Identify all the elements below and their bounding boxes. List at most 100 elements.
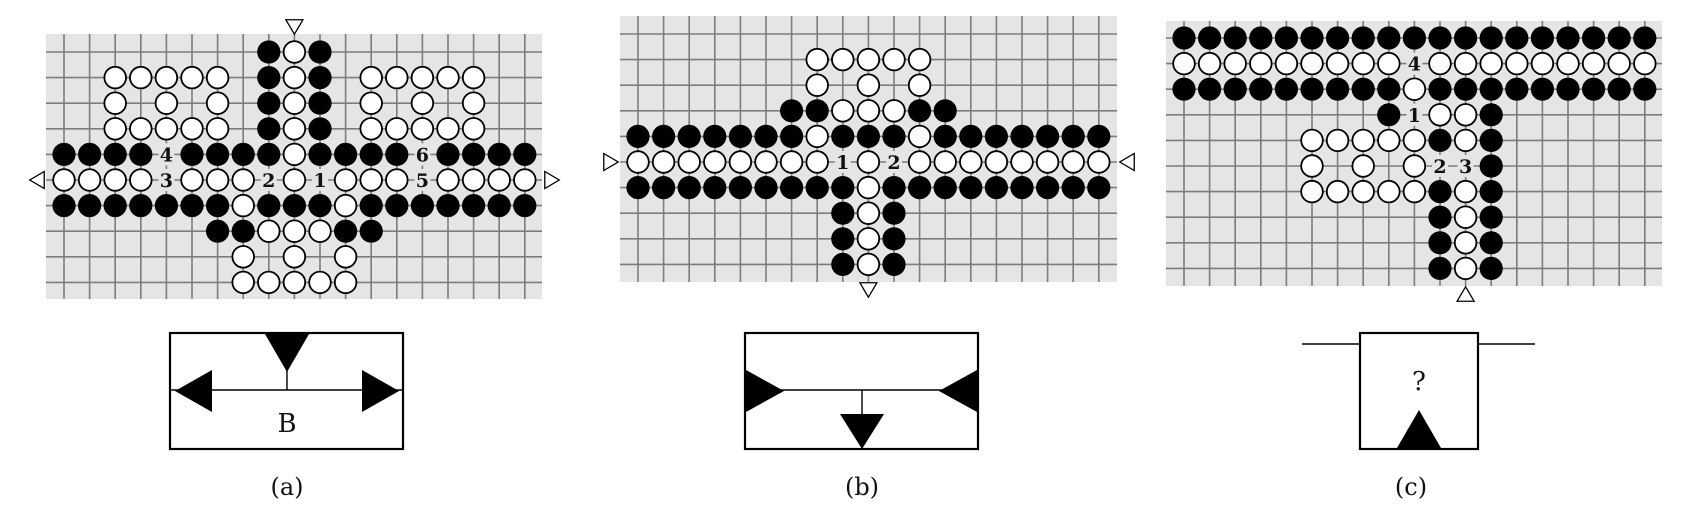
black-stone bbox=[1249, 77, 1273, 101]
black-stone bbox=[257, 91, 281, 115]
white-stone bbox=[180, 65, 204, 90]
label-backdrop bbox=[1432, 155, 1448, 177]
white-stone bbox=[282, 270, 307, 295]
black-stone bbox=[1351, 77, 1375, 101]
white-stone bbox=[1453, 179, 1478, 204]
black-stone bbox=[831, 124, 855, 148]
label-backdrop bbox=[886, 151, 902, 173]
black-stone bbox=[1479, 205, 1503, 229]
white-stone bbox=[1300, 51, 1324, 76]
black-stone bbox=[385, 194, 409, 218]
black-stone bbox=[257, 194, 281, 218]
white-stone bbox=[805, 73, 829, 97]
black-stone bbox=[780, 99, 804, 123]
black-stone bbox=[805, 99, 829, 123]
gadget-label-a: B bbox=[277, 409, 296, 439]
white-stone bbox=[1402, 154, 1427, 178]
white-stone bbox=[231, 168, 255, 192]
label-backdrop bbox=[414, 169, 431, 191]
black-stone bbox=[1036, 124, 1060, 148]
white-stone bbox=[231, 245, 255, 269]
black-stone bbox=[754, 124, 778, 148]
black-stone bbox=[959, 124, 983, 148]
white-stone bbox=[359, 168, 383, 192]
black-stone bbox=[462, 194, 486, 218]
black-stone bbox=[487, 194, 511, 218]
black-stone bbox=[308, 142, 332, 166]
port-marker-right-icon bbox=[603, 152, 620, 172]
black-stone bbox=[1300, 77, 1324, 101]
white-stone bbox=[856, 99, 881, 123]
black-stone bbox=[308, 194, 332, 218]
white-stone bbox=[1453, 103, 1478, 127]
white-stone bbox=[1010, 150, 1034, 174]
black-stone bbox=[728, 176, 753, 200]
gadget-diagram-c: ? (c) bbox=[1302, 331, 1535, 501]
black-stone bbox=[831, 252, 855, 276]
move-number-label: 2 bbox=[887, 152, 900, 174]
white-stone bbox=[461, 65, 486, 90]
black-stone bbox=[436, 142, 460, 166]
black-stone bbox=[1036, 176, 1060, 200]
white-stone bbox=[805, 124, 829, 149]
white-stone bbox=[282, 219, 307, 243]
black-stone bbox=[1479, 154, 1503, 178]
black-stone bbox=[1479, 77, 1503, 101]
black-stone bbox=[677, 124, 701, 148]
black-stone bbox=[1556, 77, 1580, 101]
white-stone bbox=[410, 65, 435, 90]
white-stone bbox=[308, 219, 332, 243]
white-stone bbox=[410, 91, 435, 115]
white-stone bbox=[487, 168, 511, 192]
black-stone bbox=[1010, 176, 1034, 200]
gadget-diagram-b: (b) bbox=[743, 331, 980, 501]
black-stone bbox=[487, 142, 511, 166]
black-stone bbox=[1454, 77, 1478, 101]
white-stone bbox=[907, 47, 932, 72]
white-stone bbox=[1035, 150, 1060, 174]
black-stone bbox=[1479, 231, 1503, 255]
black-stone bbox=[257, 142, 281, 166]
black-stone bbox=[359, 219, 383, 243]
black-stone bbox=[805, 176, 829, 200]
white-stone bbox=[1505, 51, 1529, 76]
white-stone bbox=[1061, 150, 1085, 174]
white-stone bbox=[359, 91, 383, 115]
black-stone bbox=[1428, 205, 1452, 229]
black-stone bbox=[652, 124, 676, 148]
white-stone bbox=[359, 65, 383, 90]
white-stone bbox=[180, 117, 204, 141]
black-stone bbox=[1633, 77, 1657, 101]
white-stone bbox=[385, 65, 409, 90]
black-stone bbox=[728, 124, 753, 148]
white-stone bbox=[651, 150, 676, 174]
white-stone bbox=[831, 99, 855, 123]
white-stone bbox=[1197, 51, 1222, 76]
black-stone bbox=[334, 219, 358, 243]
black-stone bbox=[180, 142, 204, 166]
white-stone bbox=[129, 168, 153, 192]
white-stone bbox=[856, 227, 881, 251]
black-stone bbox=[1428, 231, 1452, 255]
white-stone bbox=[703, 150, 727, 174]
move-number-label: 3 bbox=[1459, 156, 1472, 178]
white-stone bbox=[77, 168, 102, 192]
white-stone bbox=[103, 91, 127, 115]
white-stone bbox=[856, 150, 881, 174]
black-stone bbox=[1530, 77, 1554, 101]
black-stone bbox=[1326, 26, 1350, 50]
white-stone bbox=[856, 47, 881, 72]
black-stone bbox=[1274, 26, 1298, 50]
black-stone bbox=[626, 176, 650, 200]
black-stone bbox=[1402, 26, 1426, 50]
black-stone bbox=[1479, 128, 1503, 152]
white-stone bbox=[461, 168, 486, 192]
white-stone bbox=[1453, 128, 1478, 153]
white-stone bbox=[103, 65, 127, 90]
gadget-diagram-a: B (a) bbox=[168, 331, 405, 501]
white-stone bbox=[282, 117, 307, 141]
black-stone bbox=[1087, 124, 1111, 148]
white-stone bbox=[333, 270, 358, 295]
black-stone bbox=[780, 176, 804, 200]
